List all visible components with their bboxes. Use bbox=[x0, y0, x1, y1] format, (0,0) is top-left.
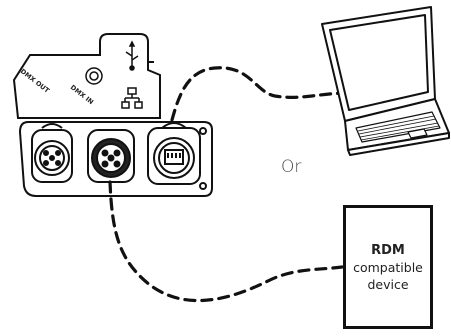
cable-to-laptop bbox=[170, 66, 347, 122]
dashed-cables bbox=[108, 66, 347, 303]
cable-to-rdm-device bbox=[108, 180, 344, 303]
network-icon bbox=[121, 87, 143, 109]
rdm-device-line2: compatible bbox=[353, 259, 423, 275]
rdm-device-title: RDM bbox=[371, 242, 405, 258]
rdm-device-line3: device bbox=[367, 276, 409, 292]
dmx-out-connector-icon bbox=[31, 123, 73, 183]
or-label: Or bbox=[281, 157, 302, 177]
reset-button bbox=[85, 67, 103, 85]
laptop-icon bbox=[321, 6, 450, 156]
usb-icon bbox=[125, 40, 139, 71]
dmx-in-connector-icon bbox=[87, 129, 135, 183]
rdm-device-box: RDM compatible device bbox=[343, 205, 433, 329]
ethernet-connector-icon bbox=[147, 122, 201, 185]
